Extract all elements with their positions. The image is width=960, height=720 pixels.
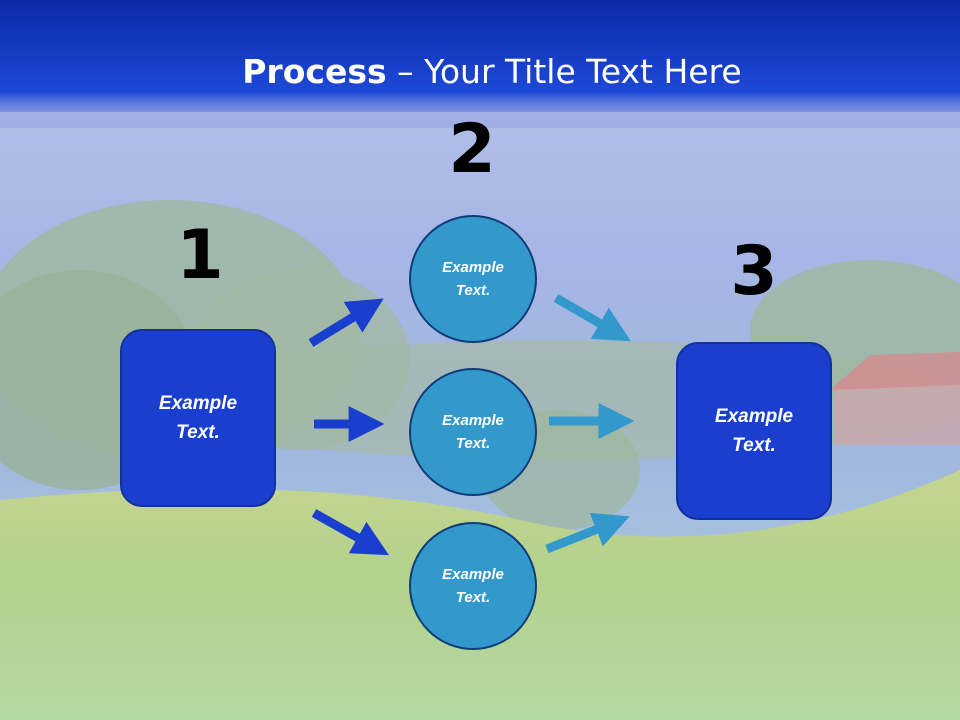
step-number-2: 2	[448, 110, 496, 189]
arrow-bottom-to-right	[545, 512, 630, 554]
process-circle-middle-label: Example Text.	[442, 412, 504, 452]
arrow-top-to-right	[553, 294, 631, 342]
process-circle-top: Example Text.	[409, 215, 537, 343]
process-circle-bottom-label: Example Text.	[442, 566, 504, 606]
process-circle-top-label: Example Text.	[442, 259, 504, 299]
process-box-left: Example Text.	[120, 329, 276, 507]
process-circle-bottom: Example Text.	[409, 522, 537, 650]
slide-title: Process – Your Title Text Here	[0, 52, 960, 91]
process-box-right-label: Example Text.	[714, 406, 794, 456]
step-number-3: 3	[730, 232, 778, 311]
process-box-left-label: Example Text.	[158, 393, 238, 443]
title-bold: Process	[242, 52, 387, 91]
arrow-left-to-bottom	[311, 509, 389, 556]
title-rest: – Your Title Text Here	[386, 52, 742, 91]
arrow-left-to-top	[308, 298, 384, 347]
process-box-right: Example Text.	[676, 342, 832, 520]
process-circle-middle: Example Text.	[409, 368, 537, 496]
step-number-1: 1	[176, 216, 224, 295]
